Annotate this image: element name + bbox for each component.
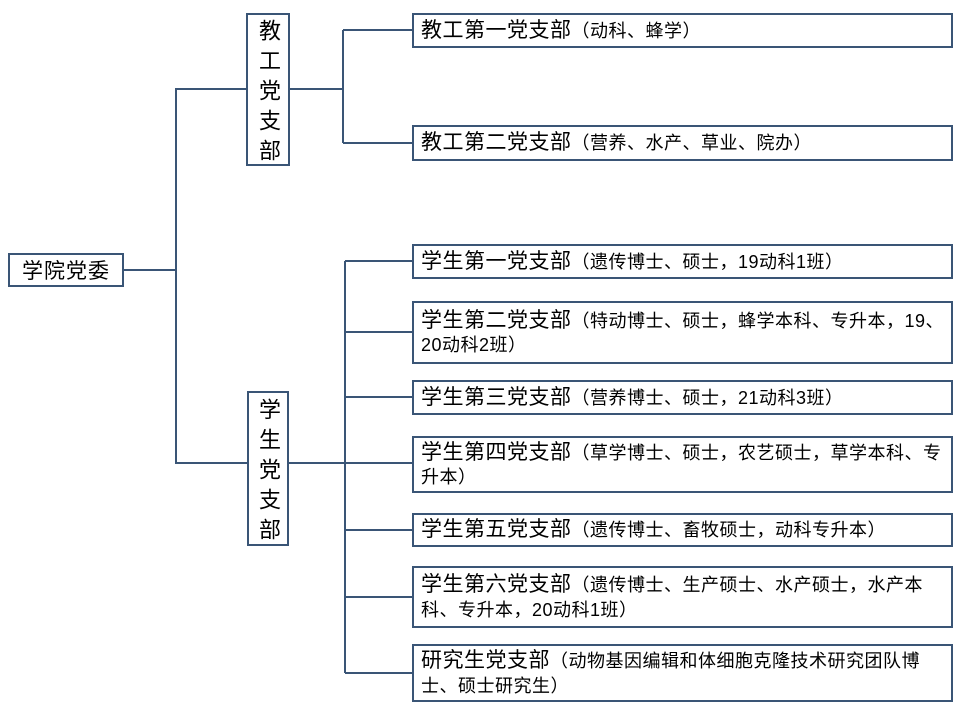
branch-name: 学生第六党支部 xyxy=(421,573,572,597)
branch-box-student-1: 学生第一党支部（遗传博士、硕士，19动科1班） xyxy=(412,244,953,279)
branch-text: 教工第二党支部（营养、水产、草业、院办） xyxy=(421,129,812,157)
branch-name: 学生第二党支部 xyxy=(421,308,572,332)
branch-text: 学生第三党支部（营养博士、硕士，21动科3班） xyxy=(421,384,844,412)
branch-name: 教工第二党支部 xyxy=(421,131,572,155)
branch-box-student-3: 学生第三党支部（营养博士、硕士，21动科3班） xyxy=(412,380,953,415)
branch-box-student-5: 学生第五党支部（遗传博士、畜牧硕士，动科专升本） xyxy=(412,513,953,547)
branch-text: 学生第六党支部（遗传博士、生产硕士、水产硕士，水产本科、专升本，20动科1班） xyxy=(421,571,947,622)
branch-name: 研究生党支部 xyxy=(421,649,550,673)
group-label-faculty: 教工党支部 xyxy=(256,18,281,169)
branch-detail: （动物基因编辑和体细胞克隆技术研究团队博士、硕士研究生） xyxy=(421,651,920,696)
branch-box-student-6: 学生第六党支部（遗传博士、生产硕士、水产硕士，水产本科、专升本，20动科1班） xyxy=(412,566,953,628)
branch-box-student-2: 学生第二党支部（特动博士、硕士，蜂学本科、专升本，19、20动科2班） xyxy=(412,301,953,364)
branch-text: 教工第一党支部（动科、蜂学） xyxy=(421,17,701,45)
branch-text: 学生第五党支部（遗传博士、畜牧硕士，动科专升本） xyxy=(421,516,886,544)
branch-detail: （遗传博士、生产硕士、水产硕士，水产本科、专升本，20动科1班） xyxy=(421,575,923,620)
branch-detail: （营养博士、硕士，21动科3班） xyxy=(571,387,844,408)
root-box-college-party-committee: 学院党委 xyxy=(8,253,124,287)
branch-detail: （遗传博士、硕士，19动科1班） xyxy=(571,251,844,272)
branch-name: 学生第五党支部 xyxy=(421,518,572,542)
branch-name: 学生第四党支部 xyxy=(421,440,572,464)
branch-detail: （动科、蜂学） xyxy=(571,20,701,41)
branch-text: 学生第一党支部（遗传博士、硕士，19动科1班） xyxy=(421,248,844,276)
branch-name: 学生第一党支部 xyxy=(421,249,572,273)
branch-text: 研究生党支部（动物基因编辑和体细胞克隆技术研究团队博士、硕士研究生） xyxy=(421,647,947,698)
branch-detail: （草学博士、硕士，农艺硕士，草学本科、专升本） xyxy=(421,442,942,488)
branch-name: 教工第一党支部 xyxy=(421,18,572,42)
branch-detail: （遗传博士、畜牧硕士，动科专升本） xyxy=(571,520,886,541)
branch-box-faculty-1: 教工第一党支部（动科、蜂学） xyxy=(412,13,953,48)
branch-text: 学生第二党支部（特动博士、硕士，蜂学本科、专升本，19、20动科2班） xyxy=(421,307,947,358)
branch-box-student-4: 学生第四党支部（草学博士、硕士，农艺硕士，草学本科、专升本） xyxy=(412,436,953,493)
root-label: 学院党委 xyxy=(22,260,110,283)
branch-detail: （特动博士、硕士，蜂学本科、专升本，19、20动科2班） xyxy=(421,310,945,356)
branch-box-faculty-2: 教工第二党支部（营养、水产、草业、院办） xyxy=(412,125,953,161)
branch-name: 学生第三党支部 xyxy=(421,385,572,409)
branch-box-graduate: 研究生党支部（动物基因编辑和体细胞克隆技术研究团队博士、硕士研究生） xyxy=(412,644,953,702)
group-box-student-party-branch: 学生党支部 xyxy=(247,391,289,548)
branch-detail: （营养、水产、草业、院办） xyxy=(571,133,812,154)
group-label-student: 学生党支部 xyxy=(256,397,281,548)
branch-text: 学生第四党支部（草学博士、硕士，农艺硕士，草学本科、专升本） xyxy=(421,439,947,490)
group-box-faculty-party-branch: 教工党支部 xyxy=(246,13,290,169)
